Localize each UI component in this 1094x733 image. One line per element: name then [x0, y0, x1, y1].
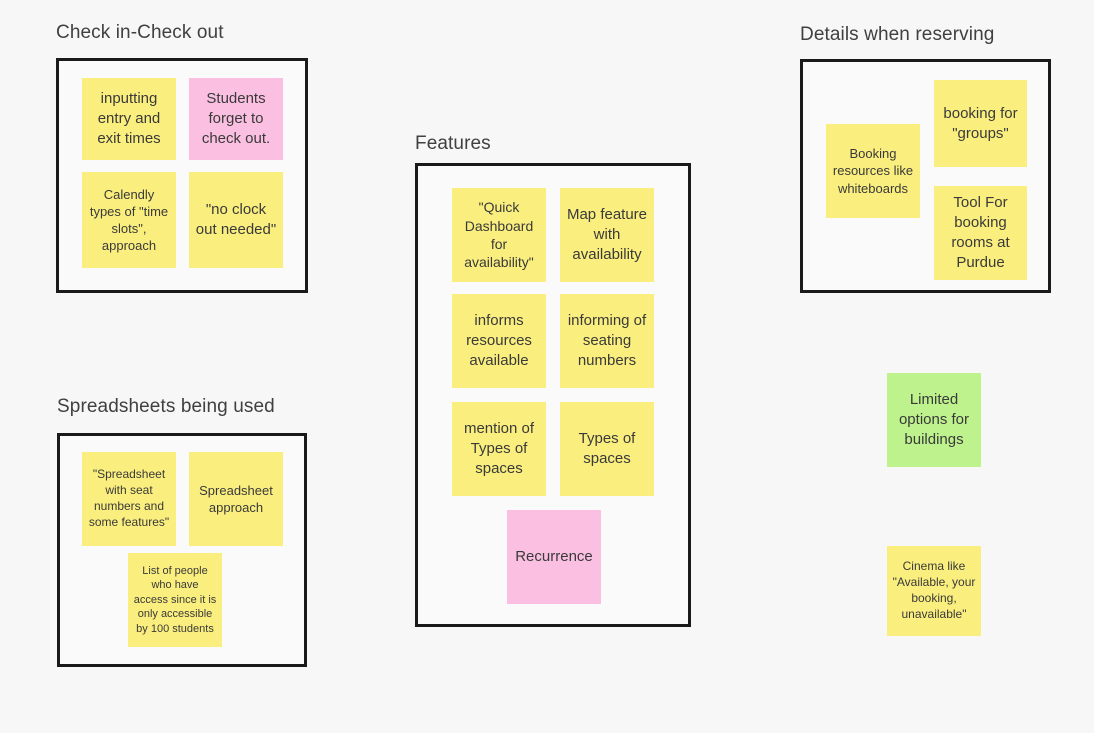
- sticky-note[interactable]: Types of spaces: [560, 402, 654, 496]
- sticky-note[interactable]: Students forget to check out.: [189, 78, 283, 160]
- sticky-note[interactable]: Recurrence: [507, 510, 601, 604]
- sticky-note[interactable]: Booking resources like whiteboards: [826, 124, 920, 218]
- sticky-note-text: Tool For booking rooms at Purdue: [951, 194, 1010, 271]
- sticky-note[interactable]: "Spreadsheet with seat numbers and some …: [82, 452, 176, 546]
- sticky-note[interactable]: Spreadsheet approach: [189, 452, 283, 546]
- sticky-note-text: informs resources available: [466, 312, 532, 369]
- sticky-note-text: Types of spaces: [578, 430, 636, 467]
- sticky-note[interactable]: Map feature with availability: [560, 188, 654, 282]
- sticky-note[interactable]: informs resources available: [452, 294, 546, 388]
- sticky-note[interactable]: inputting entry and exit times: [82, 78, 176, 160]
- group-title-details-when-reserving: Details when reserving: [800, 24, 995, 45]
- group-title-features: Features: [415, 133, 491, 154]
- sticky-note-text: "Spreadsheet with seat numbers and some …: [88, 467, 170, 529]
- group-title-check-in-check-out: Check in-Check out: [56, 22, 224, 43]
- sticky-note-text: Cinema like "Available, your booking, un…: [892, 559, 976, 621]
- sticky-note-text: Map feature with availability: [566, 206, 648, 263]
- sticky-note[interactable]: Tool For booking rooms at Purdue: [934, 186, 1027, 280]
- sticky-note[interactable]: Limited options for buildings: [887, 373, 981, 467]
- sticky-note-text: inputting entry and exit times: [97, 90, 161, 147]
- sticky-note[interactable]: Calendly types of "time slots", approach: [82, 172, 176, 268]
- sticky-note-text: "Quick Dashboard for availability": [464, 199, 534, 271]
- sticky-note-text: Spreadsheet approach: [199, 482, 273, 515]
- sticky-note[interactable]: Cinema like "Available, your booking, un…: [887, 546, 981, 636]
- sticky-note-text: booking for "groups": [943, 104, 1018, 142]
- sticky-note-text: "no clock out needed": [195, 201, 277, 238]
- group-title-spreadsheets-being-used: Spreadsheets being used: [57, 396, 275, 417]
- sticky-note-text: informing of seating numbers: [567, 312, 647, 369]
- sticky-note-text: Limited options for buildings: [898, 391, 970, 448]
- sticky-note-text: Calendly types of "time slots", approach: [89, 186, 169, 254]
- sticky-note-text: Recurrence: [515, 548, 593, 566]
- sticky-note[interactable]: List of people who have access since it …: [128, 553, 222, 647]
- sticky-note[interactable]: booking for "groups": [934, 80, 1027, 167]
- sticky-note[interactable]: "no clock out needed": [189, 172, 283, 268]
- sticky-note-text: mention of Types of spaces: [463, 420, 535, 477]
- sticky-note-text: Students forget to check out.: [201, 90, 271, 147]
- sticky-note[interactable]: informing of seating numbers: [560, 294, 654, 388]
- sticky-note-text: Booking resources like whiteboards: [832, 146, 914, 196]
- sticky-note[interactable]: "Quick Dashboard for availability": [452, 188, 546, 282]
- sticky-note[interactable]: mention of Types of spaces: [452, 402, 546, 496]
- sticky-note-text: List of people who have access since it …: [133, 564, 217, 635]
